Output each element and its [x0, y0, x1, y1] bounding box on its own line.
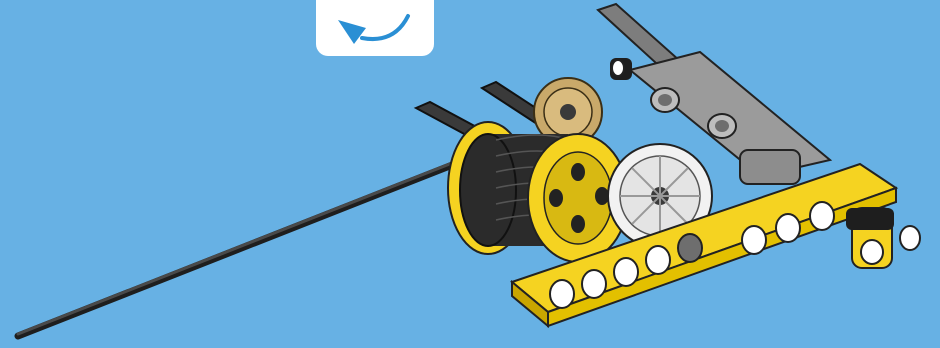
long-rod — [18, 156, 470, 336]
